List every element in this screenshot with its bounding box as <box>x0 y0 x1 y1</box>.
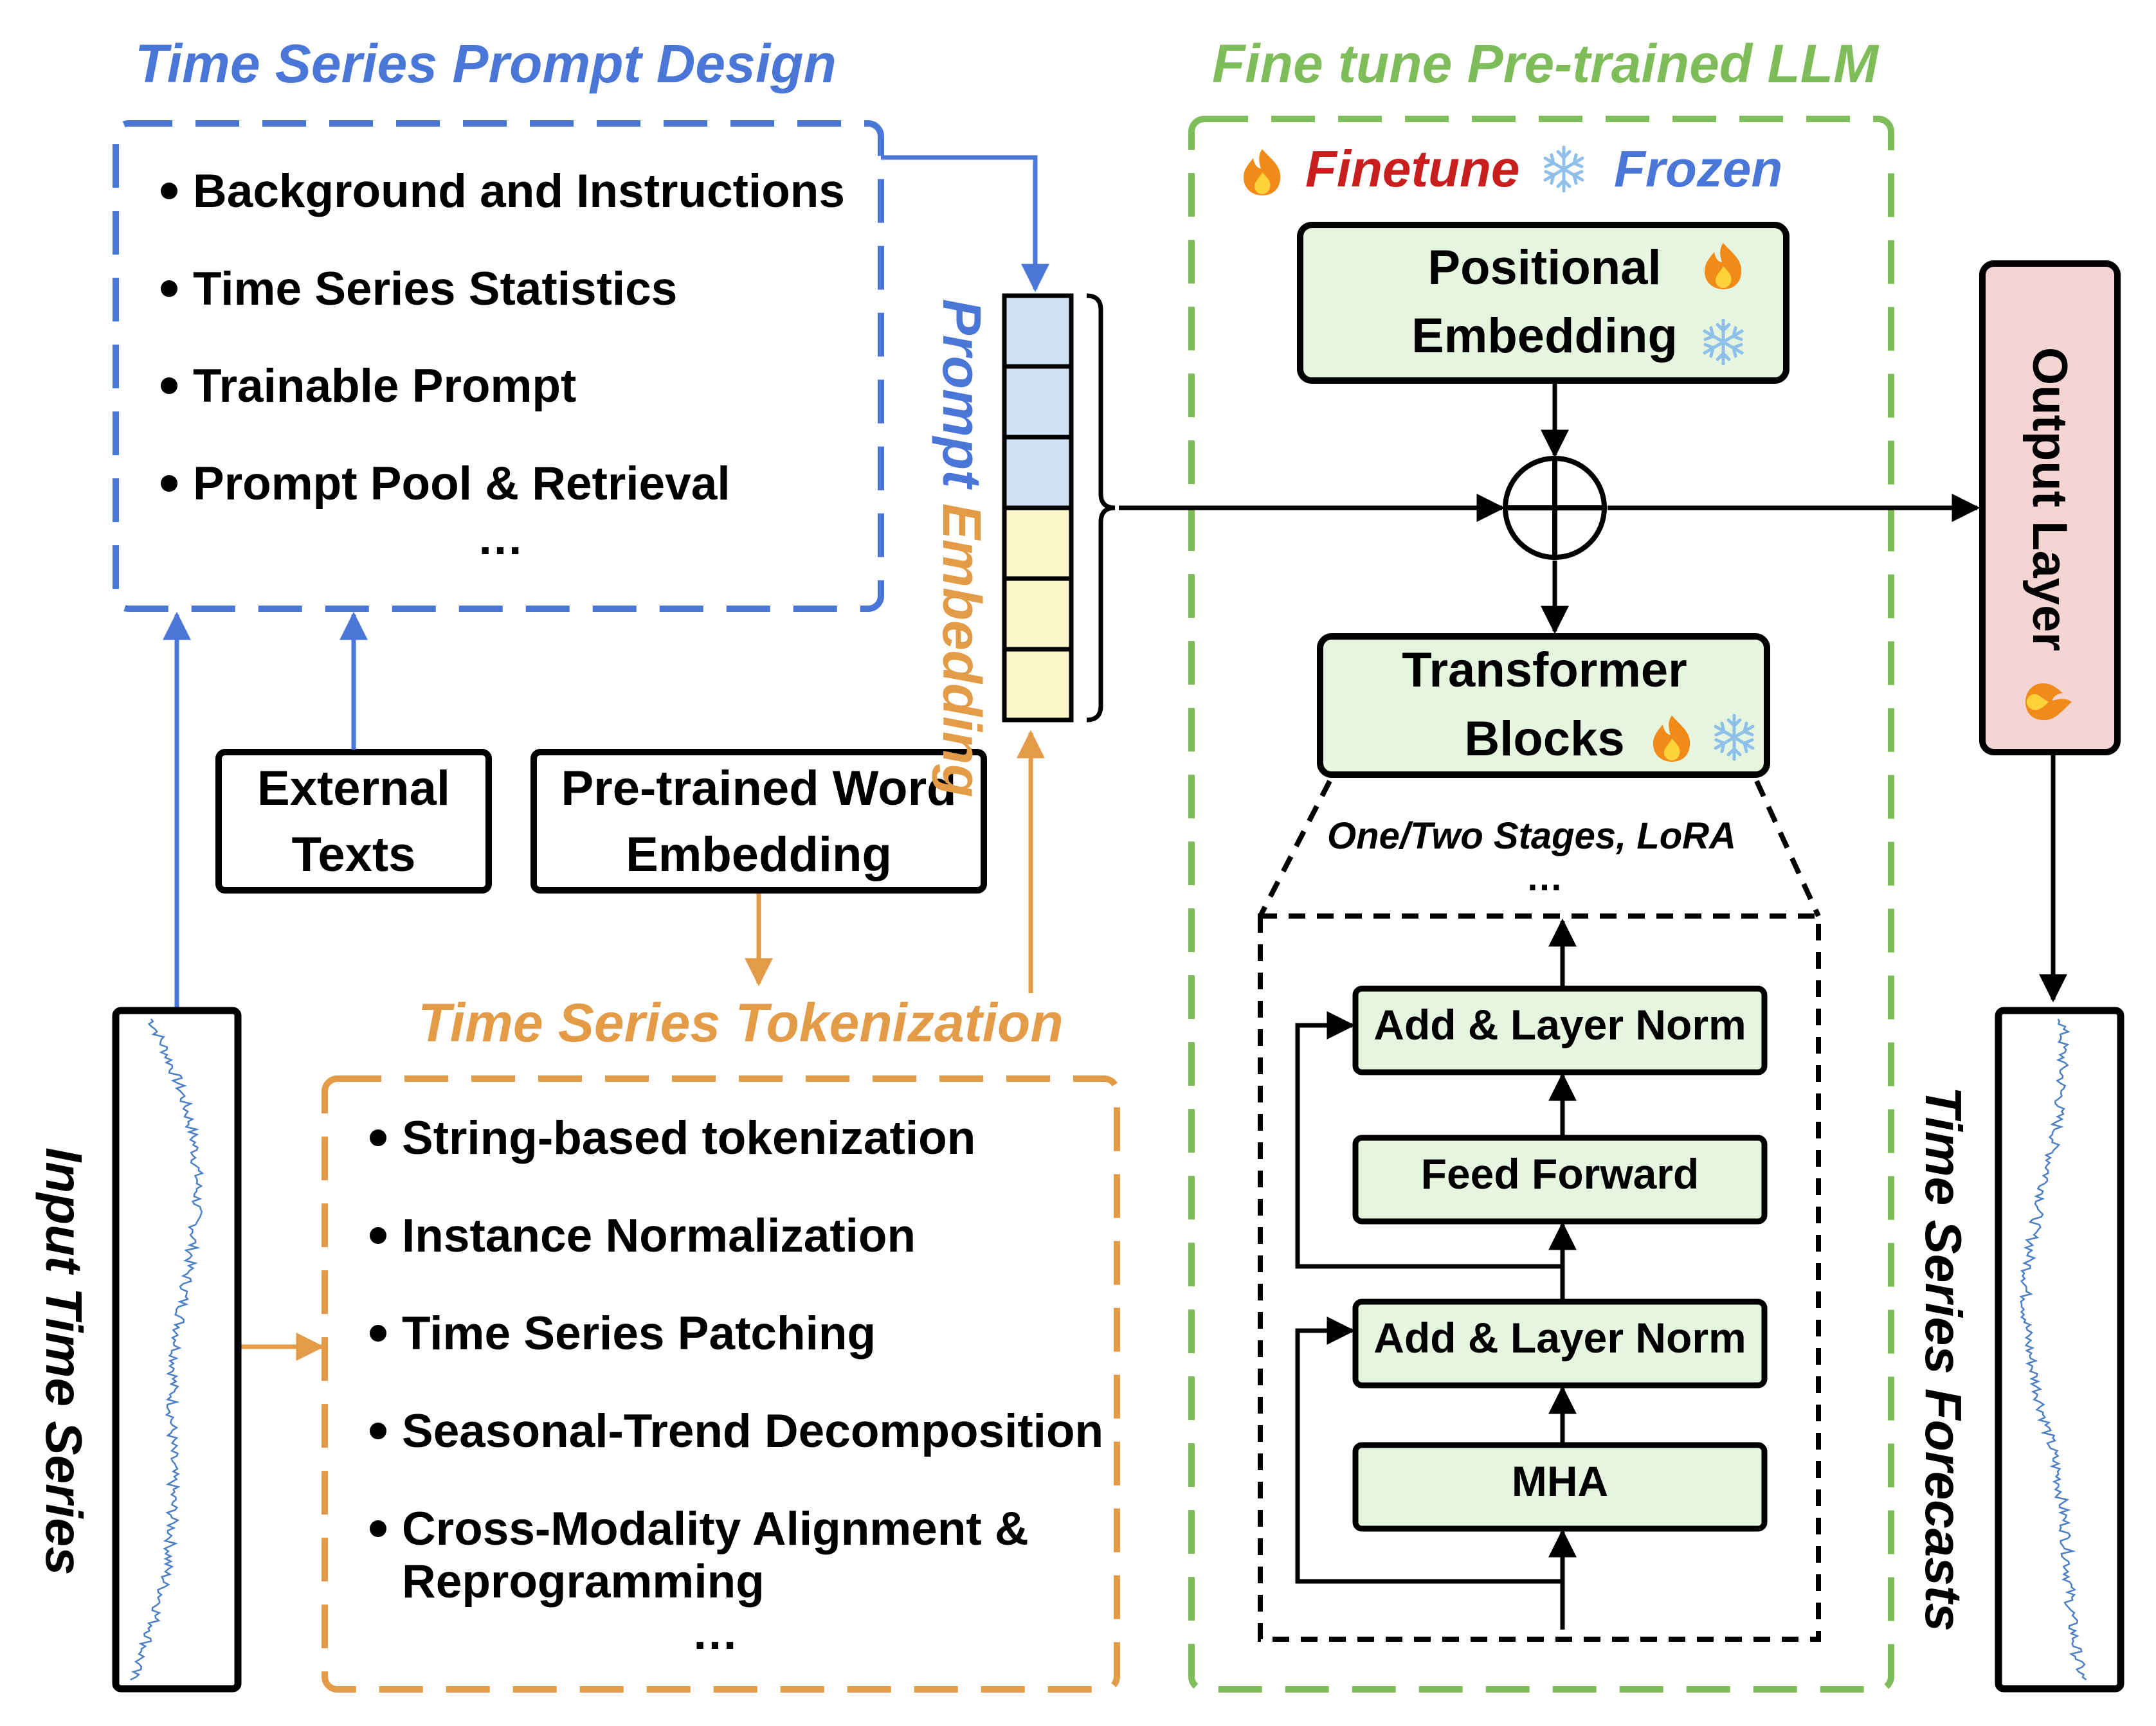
output-layer-box <box>1979 260 2121 755</box>
prompt-token <box>1002 364 1074 440</box>
prompt-embedding-word1: Prompt <box>932 299 992 490</box>
arrow-prompt-to-embedding <box>881 155 1049 292</box>
prompt-embedding-label: PromptEmbedding <box>932 299 992 797</box>
add-norm-top-label: Add & Layer Norm <box>1373 1001 1746 1048</box>
tokenization-list: String-based tokenization Instance Norma… <box>370 1112 1103 1659</box>
series-token <box>1002 647 1074 723</box>
stages-label: One/Two Stages, LoRA <box>1327 815 1736 857</box>
fire-icon <box>1244 149 1281 195</box>
llm-box <box>1188 116 1894 1693</box>
output-layer-label: Output Layer <box>2022 347 2077 651</box>
bullet <box>370 1325 386 1342</box>
prompt-token <box>1002 435 1074 510</box>
bullet <box>370 1129 386 1146</box>
prompt-item-background: Background and Instructions <box>193 165 845 217</box>
prompt-item-trainable: Trainable Prompt <box>193 360 576 412</box>
bullet <box>370 1227 386 1244</box>
llm-title: Fine tune Pre-trained LLM <box>1212 33 1880 94</box>
transformer-blocks-line1: Transformer <box>1402 643 1687 697</box>
word-embedding-line2: Embedding <box>626 827 892 882</box>
prompt-design-list: Background and Instructions Time Series … <box>161 165 845 564</box>
zoom-line-left <box>1258 780 1332 917</box>
zoom-line-right <box>1754 780 1821 917</box>
series-token <box>1002 505 1074 581</box>
legend-finetune: Finetune <box>1305 140 1519 197</box>
word-embedding-box <box>530 749 987 894</box>
embedding-brace <box>1086 293 1116 723</box>
legend-frozen: Frozen <box>1614 140 1782 197</box>
bullet <box>161 183 177 199</box>
mha-box <box>1352 1442 1768 1532</box>
bullet <box>161 475 177 492</box>
bullet <box>161 280 177 297</box>
prompt-design-title: Time Series Prompt Design <box>135 33 837 94</box>
prompt-ellipsis: … <box>477 512 524 564</box>
feed-forward-label: Feed Forward <box>1421 1150 1699 1198</box>
residual-connection-lower <box>1295 1317 1563 1584</box>
add-norm-bottom-label: Add & Layer Norm <box>1373 1314 1746 1362</box>
tokenization-box <box>322 1075 1120 1693</box>
token-item-string: String-based tokenization <box>402 1112 975 1164</box>
residual-connection-upper <box>1295 1011 1563 1269</box>
positional-embedding-line1: Positional <box>1427 240 1661 295</box>
stages-ellipsis: … <box>1526 857 1563 899</box>
external-texts-box <box>215 749 492 894</box>
legend: Finetune Frozen <box>1244 140 1782 197</box>
prompt-token <box>1002 293 1074 369</box>
forecast-curve <box>2019 1018 2087 1681</box>
bullet <box>370 1423 386 1439</box>
tokenization-ellipsis: … <box>692 1607 739 1659</box>
token-item-decomposition: Seasonal-Trend Decomposition <box>402 1405 1103 1457</box>
tokenization-title: Time Series Tokenization <box>418 993 1064 1053</box>
embedding-stack <box>1002 293 1074 723</box>
feed-forward-box <box>1352 1135 1768 1225</box>
token-item-alignment-line2: Reprogramming <box>402 1556 765 1608</box>
prompt-embedding-word2: Embedding <box>932 503 992 797</box>
token-item-alignment-line1: Cross-Modality Alignment & <box>402 1503 1029 1555</box>
positional-embedding-box <box>1297 222 1789 384</box>
transformer-detail-box <box>1258 913 1821 1642</box>
prompt-item-statistics: Time Series Statistics <box>193 263 677 315</box>
input-series-label: Input Time Series <box>35 1147 93 1575</box>
input-series-curve <box>130 1018 204 1681</box>
external-texts-line1: External <box>257 761 450 816</box>
bullet <box>370 1520 386 1537</box>
add-norm-bottom-box <box>1352 1299 1768 1389</box>
positional-embedding-line2: Embedding <box>1411 309 1678 363</box>
word-embedding-line1: Pre-trained Word <box>561 761 956 816</box>
forecast-panel <box>1995 1007 2124 1693</box>
prompt-design-box <box>113 120 884 612</box>
bullet <box>161 377 177 394</box>
series-token <box>1002 576 1074 652</box>
transformer-blocks-line2: Blocks <box>1464 712 1624 766</box>
token-item-patching: Time Series Patching <box>402 1308 876 1360</box>
snowflake-icon <box>1545 147 1582 191</box>
external-texts-line2: Texts <box>292 827 416 882</box>
token-item-normalization: Instance Normalization <box>402 1210 916 1262</box>
prompt-item-pool: Prompt Pool & Retrieval <box>193 458 730 510</box>
add-norm-top-box <box>1352 985 1768 1075</box>
mha-label: MHA <box>1512 1457 1608 1505</box>
forecast-label: Time Series Forecasts <box>1915 1086 1972 1632</box>
